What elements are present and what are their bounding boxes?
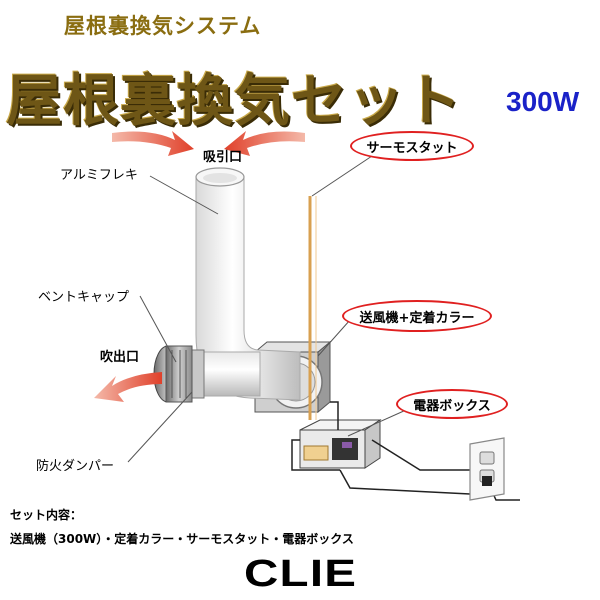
wattage-label: 300W xyxy=(506,86,580,117)
intake-label: 吸引口 xyxy=(203,150,243,165)
contents-heading: セット内容： xyxy=(10,508,83,522)
contents-list: 送風機（300W）・定着カラー・サーモスタット・電器ボックス xyxy=(10,532,354,546)
page-title: 屋根裏換気セット xyxy=(6,69,462,134)
outlet-arrow-icon xyxy=(94,372,162,402)
flex-duct-label: アルミフレキ xyxy=(60,168,138,183)
outlet-label: 吹出口 xyxy=(100,350,140,365)
fan-collar-callout: 送風機+定着カラー xyxy=(342,300,492,332)
thermostat-callout: サーモスタット xyxy=(350,131,474,161)
fire-damper-label: 防火ダンパー xyxy=(36,459,115,474)
intake-arrow-left-icon xyxy=(112,131,194,156)
subtitle: 屋根裏換気システム xyxy=(64,14,262,38)
intake-arrow-right-icon xyxy=(224,131,305,156)
electrical-box xyxy=(299,419,382,469)
electrical-box-callout: 電器ボックス xyxy=(396,389,508,419)
vent-cap-label: ベントキャップ xyxy=(38,290,130,305)
wall-outlet-icon xyxy=(469,437,505,501)
brand-logo: CLIE xyxy=(244,553,358,595)
